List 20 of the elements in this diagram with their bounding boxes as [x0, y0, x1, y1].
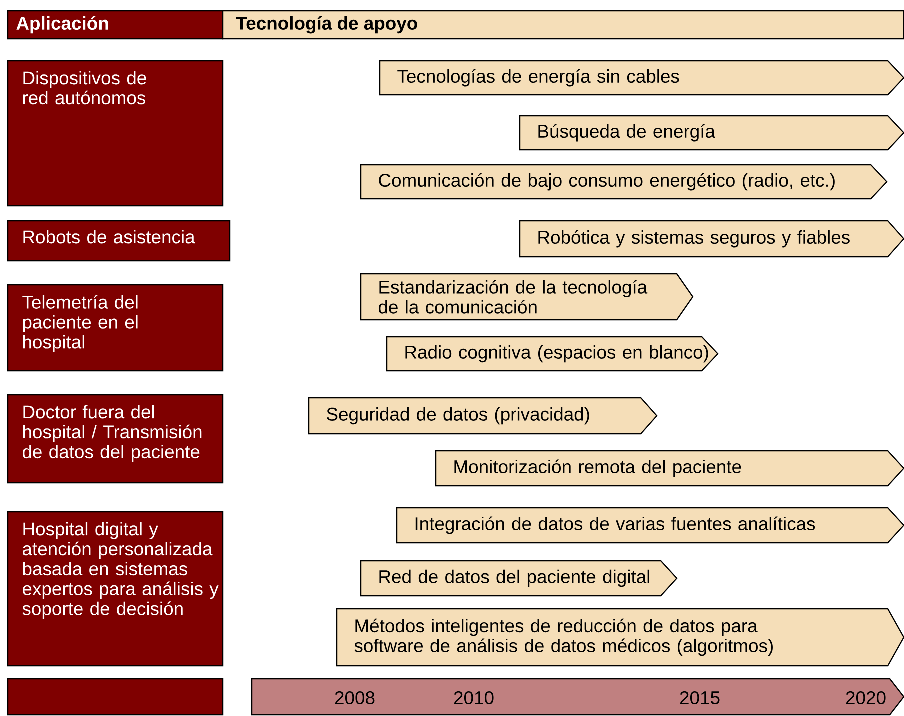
technology-banner: Robótica y sistemas seguros y fiables [519, 220, 904, 258]
technology-banner: Red de datos del paciente digital [360, 560, 678, 597]
technology-banner: Comunicación de bajo consumo energético (radio, etc.) [360, 164, 888, 200]
application-box: Telemetría del paciente en el hospital [7, 284, 224, 372]
application-box: Dispositivos de red autónomos [7, 60, 224, 207]
technology-banner: Seguridad de datos (privacidad) [308, 397, 658, 435]
technology-banner: Búsqueda de energía [519, 115, 904, 151]
technology-banner: Integración de datos de varias fuentes analíticas [396, 507, 904, 544]
header-cell: Aplicación [7, 10, 224, 40]
application-box: Hospital digital y atención personalizada basada en sistemas expertos para análisis y soporte de decisión [7, 511, 224, 667]
timeline-bar: 2008 2010 2015 2020 [251, 678, 904, 716]
application-box: Doctor fuera del hospital / Transmisión de datos del paciente [7, 394, 224, 484]
technology-banner: Radio cognitiva (espacios en blanco) [386, 336, 719, 372]
technology-banner: Tecnologías de energía sin cables [379, 60, 904, 96]
application-box: Robots de asistencia [7, 220, 231, 262]
technology-banner: Monitorización remota del paciente [435, 450, 904, 487]
technology-banner: Métodos inteligentes de reducción de datos para software de análisis de datos médicos (algoritmos) [336, 608, 904, 667]
header-cell: Tecnología de apoyo [222, 10, 904, 40]
application-box [7, 678, 224, 716]
technology-banner: Estandarización de la tecnología de la comunicación [360, 273, 694, 321]
